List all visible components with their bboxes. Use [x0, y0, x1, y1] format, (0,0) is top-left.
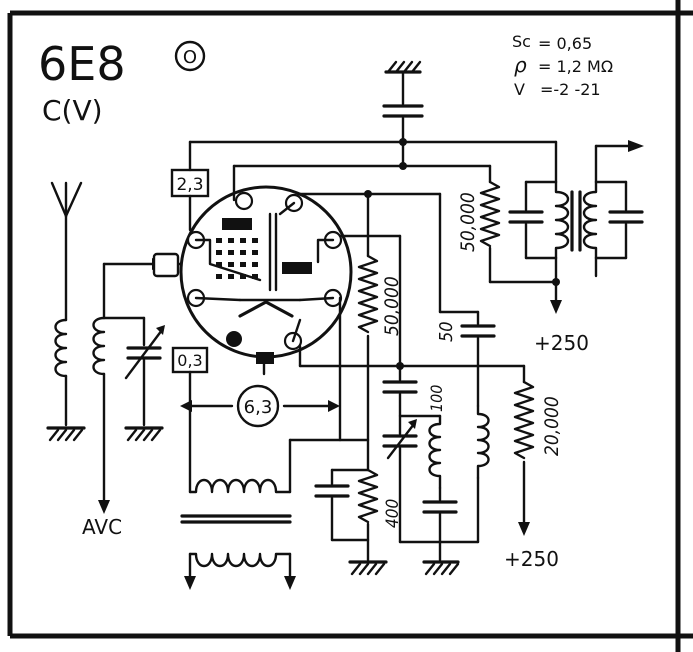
capacitor-icon	[508, 210, 544, 224]
if-transformer-primary-icon	[554, 180, 570, 260]
tube-envelope	[152, 185, 353, 364]
capacitor-icon	[608, 210, 644, 224]
filament-voltage-label: 6,3	[244, 397, 273, 418]
b-plus-arrow-icon	[518, 522, 530, 536]
cathode-capacitor-icon	[314, 484, 350, 498]
filament-voltage-badge: 6,3	[236, 384, 280, 428]
sc-label: Sc	[512, 32, 531, 51]
rho-value: = 1,2 MΩ	[538, 57, 613, 76]
filament-transformer-icon	[180, 478, 292, 568]
screen-resistor-label: 50,000	[381, 276, 403, 336]
osc-coil-plate-icon	[476, 404, 490, 480]
avc-label: AVC	[82, 515, 122, 539]
ground-symbol-icon	[348, 560, 388, 576]
pin-top-label: 2,3	[176, 175, 203, 195]
avc-arrow-icon	[98, 500, 110, 514]
v-value: =-2 -21	[540, 80, 601, 99]
base-code-badge: O	[174, 40, 206, 72]
pin-box-bottom: 0,3	[171, 346, 209, 374]
ground-symbol-icon	[384, 60, 422, 74]
screen-resistor-icon	[357, 254, 379, 334]
ground-symbol-icon	[46, 426, 86, 442]
trimmer-capacitor-label: 100	[427, 385, 446, 412]
capacitor-icon	[382, 104, 424, 118]
pin-bottom-label: 0,3	[177, 351, 202, 370]
frame	[7, 0, 693, 652]
ground-symbol-icon	[422, 560, 460, 576]
if-transformer-secondary-icon	[582, 180, 598, 260]
pin-box-top: 2,3	[170, 168, 210, 198]
tube-type-label: 6E8	[38, 37, 126, 91]
b-plus-arrow-icon	[550, 300, 562, 314]
variable-capacitor-icon	[124, 325, 165, 380]
plate-resistor-label: 50,000	[457, 192, 479, 252]
b-plus-bottom-label: +250	[504, 547, 559, 571]
v-label: V	[514, 80, 525, 99]
cathode-resistor-icon	[357, 468, 379, 524]
base-code-label: O	[183, 47, 197, 68]
trimmer-capacitor-icon	[382, 419, 418, 460]
output-arrow-icon	[628, 140, 644, 152]
capacitor-icon	[382, 380, 418, 394]
b-plus-top-label: +250	[534, 331, 589, 355]
secondary-coil-icon	[92, 316, 106, 376]
primary-coil-icon	[54, 318, 68, 427]
osc-resistor-icon	[513, 380, 535, 460]
cathode-resistor-label: 400	[383, 499, 403, 528]
antenna-icon	[50, 181, 83, 322]
plate-resistor-icon	[479, 180, 501, 248]
coupling-capacitor-icon	[460, 324, 496, 338]
coupling-capacitor-label: 50	[436, 321, 457, 342]
capacitor-icon	[422, 500, 458, 514]
mains-arrow-icon	[284, 576, 296, 590]
rho-label: ρ	[514, 53, 527, 77]
osc-coil-grid-icon	[428, 414, 442, 490]
osc-resistor-label: 20,000	[541, 396, 563, 456]
sc-value: = 0,65	[538, 34, 592, 53]
ground-symbol-icon	[124, 426, 164, 442]
tube-class-label: C(V)	[42, 94, 103, 127]
mains-arrow-icon	[184, 576, 196, 590]
